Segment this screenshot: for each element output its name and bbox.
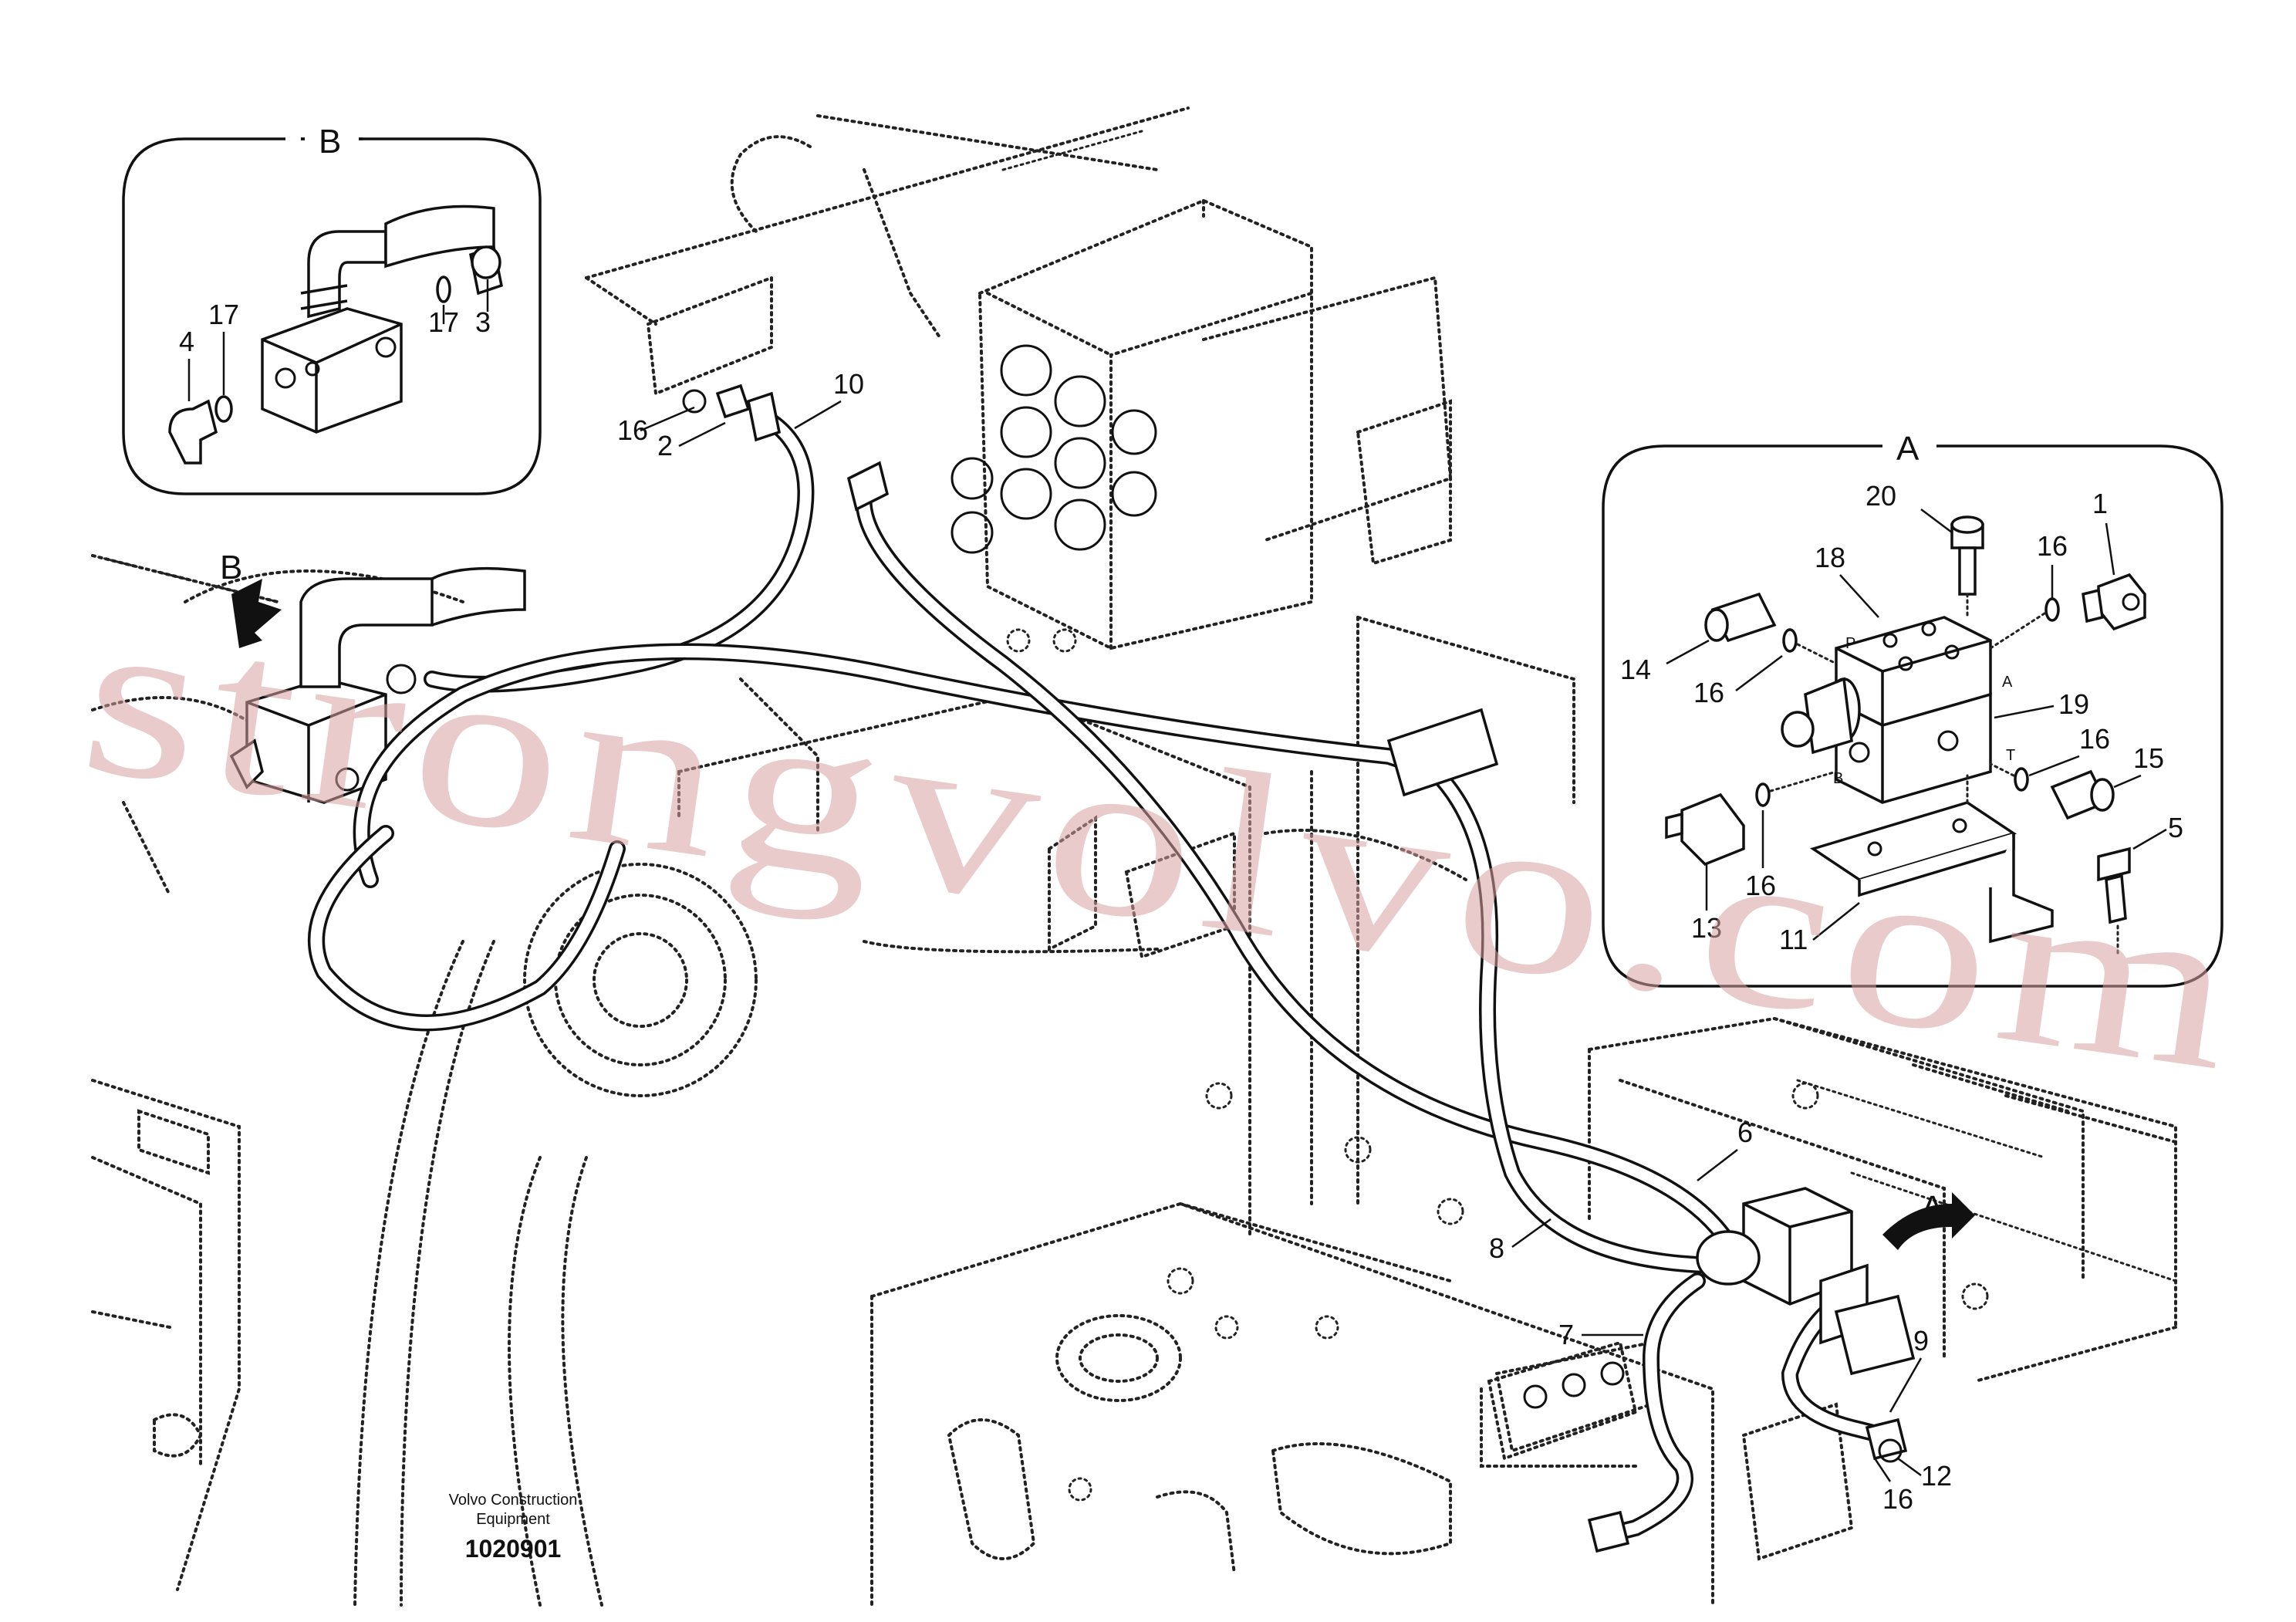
- arrow-a-icon: [1882, 1192, 1975, 1250]
- inset-a-callout-16-top: 16: [2037, 530, 2068, 562]
- inset-a-callout-16-bottom: 16: [1745, 870, 1776, 901]
- company-name-line2: Equipment: [476, 1511, 550, 1528]
- inset-b: B 4 17 17 3: [122, 123, 542, 495]
- inset-a-callout-15: 15: [2133, 742, 2164, 774]
- callout-2-main: 2: [657, 430, 673, 461]
- arrow-b-icon: [231, 579, 282, 648]
- pilot-block-left: [229, 566, 526, 804]
- title-block: Volvo Construction Equipment 1020901: [449, 1492, 578, 1563]
- hoses: [308, 408, 1891, 1544]
- callout-16-bottom: 16: [1882, 1483, 1913, 1515]
- port-label-t: T: [2006, 747, 2015, 764]
- inset-a-callout-13: 13: [1691, 912, 1722, 944]
- port-label-p: P: [1845, 635, 1855, 652]
- inset-b-callout-4: 4: [179, 326, 194, 357]
- inset-a-callout-11: 11: [1779, 924, 1808, 955]
- port-label-b: B: [1833, 770, 1843, 787]
- inset-a-callout-19: 19: [2058, 688, 2089, 720]
- callout-12: 12: [1921, 1460, 1952, 1492]
- solenoid-valve-main: [1696, 1187, 1916, 1376]
- inset-a-callout-20: 20: [1866, 480, 1896, 512]
- callout-6: 6: [1737, 1117, 1753, 1148]
- inset-a-title: A: [1896, 430, 1920, 468]
- inset-a-callout-18: 18: [1815, 542, 1845, 573]
- company-name-line1: Volvo Construction: [449, 1492, 578, 1509]
- callout-8: 8: [1489, 1232, 1504, 1264]
- callout-view-a: A: [1921, 1189, 1944, 1227]
- port-label-a: A: [2002, 674, 2013, 691]
- inset-a-callout-16-right: 16: [2079, 723, 2110, 755]
- inset-a: A: [1602, 429, 2223, 988]
- inset-a-callout-16-left: 16: [1693, 677, 1724, 708]
- view-arrows: [231, 579, 1975, 1250]
- callout-10: 10: [833, 368, 864, 400]
- main-callouts: 16 2 10 B 6 A 8 7 9 12 16: [220, 368, 1952, 1515]
- inset-b-callout-3: 3: [475, 306, 491, 338]
- callout-7: 7: [1558, 1319, 1574, 1350]
- drawing-number: 1020901: [465, 1535, 562, 1563]
- inset-a-callout-1: 1: [2092, 488, 2108, 519]
- inset-b-callout-17-left: 17: [208, 299, 239, 330]
- callout-view-b: B: [220, 549, 242, 586]
- inset-a-callout-14: 14: [1620, 654, 1651, 685]
- main-fittings: [682, 384, 1908, 1553]
- pilot-manifold-bottom: [1487, 1340, 1638, 1461]
- inset-b-title: B: [319, 123, 341, 161]
- valve-spools: [950, 344, 1157, 554]
- callout-9: 9: [1913, 1325, 1929, 1357]
- inset-a-callout-5: 5: [2168, 812, 2183, 843]
